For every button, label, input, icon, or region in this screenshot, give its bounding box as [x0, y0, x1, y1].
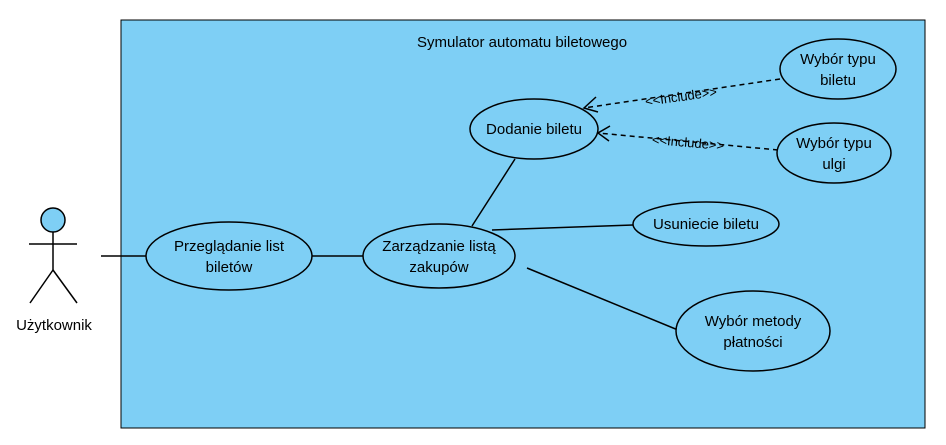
actor-head	[40, 207, 66, 233]
use-case-payment-label-1: Wybór metody	[705, 313, 802, 330]
include-label-discount: <<Include>>	[651, 132, 724, 153]
system-title: Symulator automatu biletowego	[417, 34, 627, 51]
use-case-browse-label-1: Przeglądanie list	[174, 238, 285, 255]
use-case-payment-method	[675, 290, 831, 372]
use-case-browse-tickets	[145, 221, 313, 291]
use-case-discount-label-1: Wybór typu	[796, 135, 872, 152]
association-manage-payment	[526, 267, 679, 331]
use-case-ticket-type-label-2: biletu	[820, 72, 856, 89]
use-case-remove-label: Usuniecie biletu	[653, 216, 759, 233]
association-manage-remove	[491, 224, 634, 231]
use-case-manage-label-1: Zarządzanie listą	[382, 238, 496, 255]
use-case-discount-type	[776, 122, 892, 184]
include-arrowhead-ticket-type	[582, 96, 599, 113]
use-case-remove-ticket	[632, 201, 780, 247]
association-manage-add	[471, 158, 516, 227]
use-case-add-label: Dodanie biletu	[486, 121, 582, 138]
actor-name: Użytkownik	[16, 317, 92, 334]
use-case-discount-label-2: ulgi	[822, 156, 845, 173]
use-case-manage-list	[362, 223, 516, 289]
actor-user	[29, 207, 78, 304]
use-case-manage-label-2: zakupów	[409, 259, 468, 276]
use-case-payment-label-2: płatności	[723, 334, 782, 351]
use-case-ticket-type	[779, 38, 897, 100]
use-case-ticket-type-label-1: Wybór typu	[800, 51, 876, 68]
include-line-ticket-type	[583, 78, 781, 109]
use-case-add-ticket	[469, 98, 599, 160]
use-case-browse-label-2: biletów	[206, 259, 253, 276]
include-line-discount	[597, 132, 779, 151]
